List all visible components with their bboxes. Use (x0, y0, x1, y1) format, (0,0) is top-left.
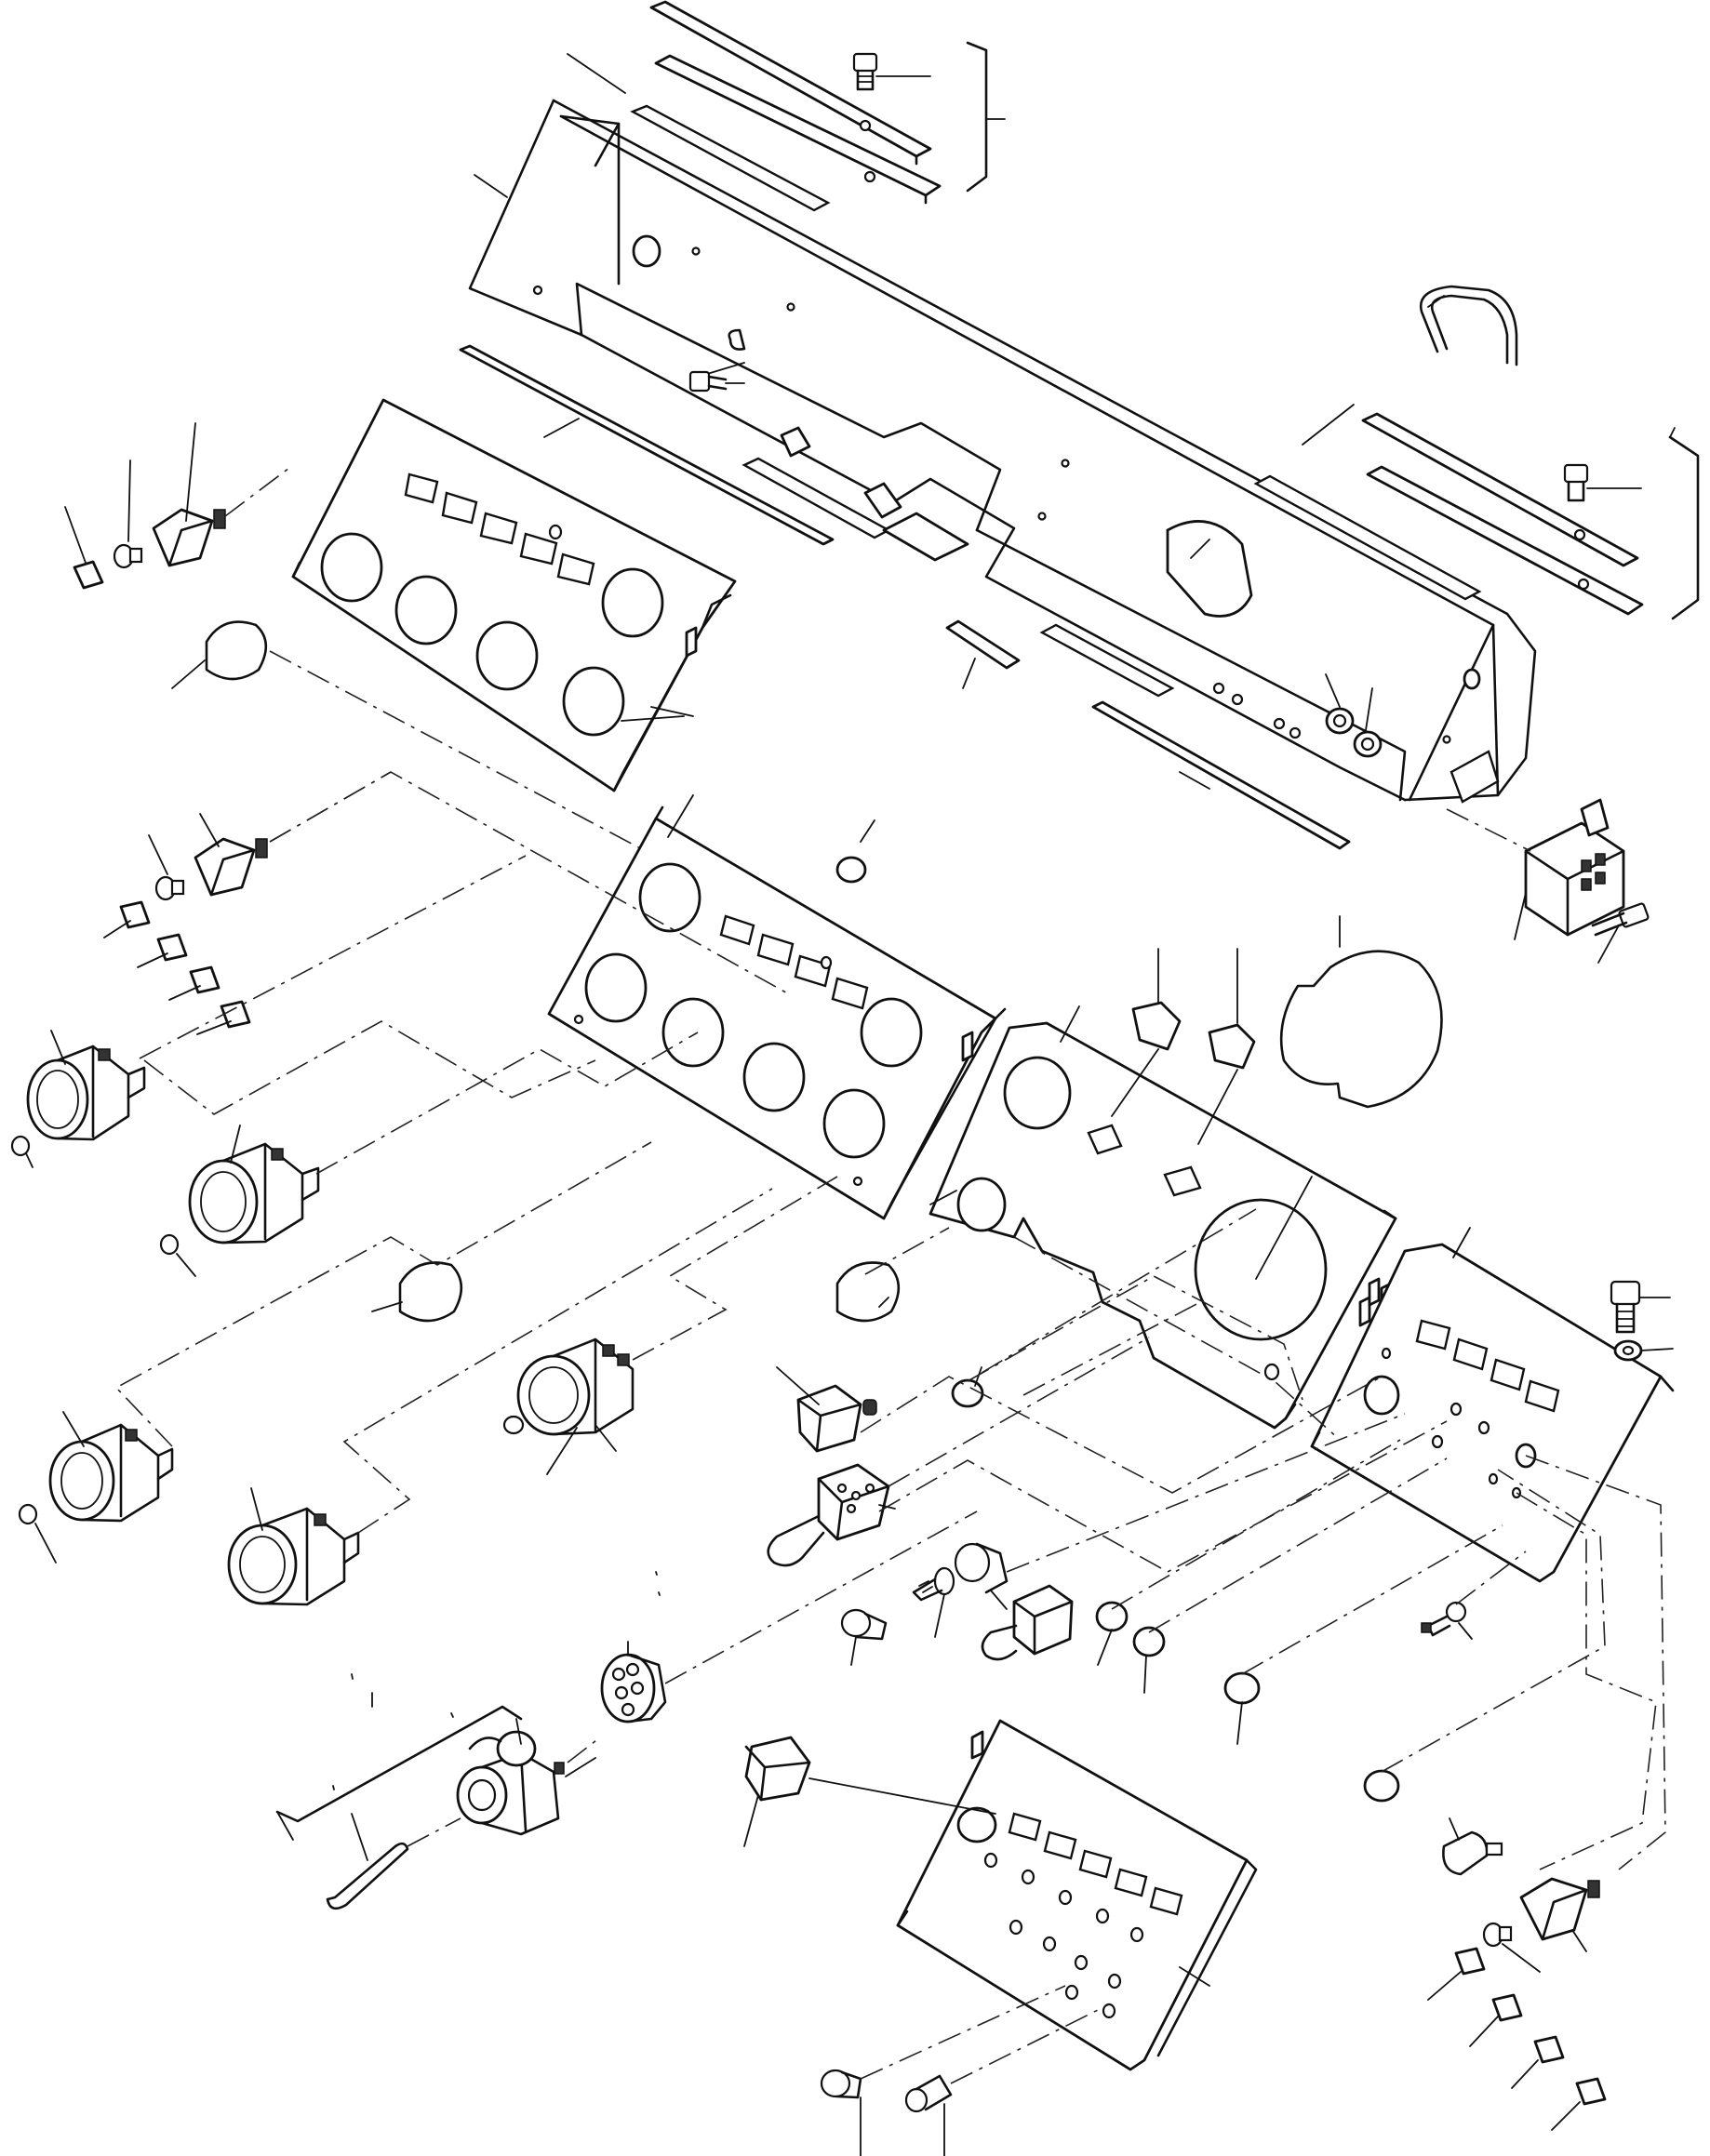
route-cap-1 (981, 1208, 1257, 1374)
gauge-bulb-3 (18, 1503, 57, 1564)
lens-top-left (64, 506, 104, 590)
pull-knob (840, 1608, 888, 1666)
route-center-cap (967, 1275, 1303, 1401)
route-gauge-3 (114, 1141, 652, 1447)
lenses-lower-right (1427, 1947, 1607, 2131)
housing-nuts (1325, 673, 1383, 758)
gauge-left-2 (188, 1125, 320, 1244)
route-screw (1455, 1550, 1527, 1605)
right-mounting-strips (1361, 412, 1700, 620)
right-panel-bolt (1610, 1280, 1671, 1334)
bulb-lower-right (1442, 1817, 1503, 1876)
upper-left-panel (291, 398, 737, 792)
center-gauge-panel (547, 805, 1007, 1220)
toggle-switch-center (767, 1337, 1150, 1567)
indicator-blocks (1111, 948, 1256, 1145)
gauge-left-3 (48, 1411, 174, 1523)
rocker-switch-top-left (152, 422, 294, 567)
housing-plate (945, 619, 1021, 689)
rocker-switch-lower-right (1519, 1877, 1600, 1952)
ignition-lock (456, 1730, 601, 1836)
top-bolt (852, 52, 931, 91)
console-housing (468, 99, 1537, 804)
ignition-key (326, 1813, 461, 1910)
handle (1419, 285, 1518, 366)
gauge-blank-cap-upper (171, 620, 268, 689)
indicator-block-lower (743, 1736, 996, 1847)
housing-screw (688, 370, 745, 393)
toggle-switch-right (981, 1584, 1074, 1661)
gauge-bulb-1 (10, 1135, 33, 1168)
gauge-center-5 (227, 1487, 360, 1606)
right-switch-panel (1310, 1243, 1675, 1583)
route-cap-3 (1148, 1457, 1448, 1633)
top-bracket-brace (966, 41, 988, 193)
housing-rail-right (1091, 700, 1351, 850)
gauge-blank-cap-mid (371, 1261, 463, 1323)
bulb-lower-right-2 (1482, 1922, 1541, 1973)
right-panel-washer (1613, 1339, 1674, 1362)
housing-clip (706, 328, 746, 375)
route-rocker-right (1516, 1492, 1657, 1870)
tacho-lens-ring (1279, 915, 1443, 1109)
route-switch-mid (269, 771, 792, 996)
caps-right (1095, 1601, 1400, 1803)
rocker-switch-mid-left (194, 771, 392, 897)
stray-marks (332, 1571, 661, 1790)
connector-bolt (1591, 902, 1650, 964)
housing-rail-left (459, 344, 835, 546)
light-switch-rotary (912, 1413, 1406, 1638)
connector-block (1514, 798, 1625, 940)
lower-plug-1 (820, 1985, 1066, 2156)
route-toggle (878, 1420, 1448, 1573)
lower-switch-panel (896, 1719, 1258, 2071)
gauge-blank-cap-tacho (835, 1227, 950, 1323)
bulb-top-left (113, 459, 143, 569)
route-cap-2 (1111, 1439, 1401, 1610)
bulb-mid-left (148, 834, 185, 901)
ignition-bracket (275, 1705, 523, 1823)
route-cap-4 (1241, 1524, 1503, 1675)
top-mounting-strips (649, 0, 942, 205)
route-cap-5 (1381, 1469, 1606, 1773)
small-screw-right (1421, 1601, 1473, 1640)
route-knob (860, 1376, 1383, 1494)
route-lower-1 (139, 855, 527, 1059)
route-gauge-4 (632, 1176, 838, 1361)
dimmer-knob (796, 1384, 877, 1453)
gauge-left-1 (26, 1030, 146, 1141)
route-tacho (1022, 1301, 1201, 1396)
panel-plug (835, 819, 875, 884)
route-switch-right (1525, 1455, 1666, 1870)
lower-plug-2 (904, 2003, 1110, 2156)
lenses-mid-left (103, 900, 251, 1035)
route-gauge-5 (342, 1188, 773, 1534)
center-cap-1 (951, 1366, 984, 1408)
route-tacho-2 (1013, 1236, 1341, 1441)
route-gauge-1 (143, 1020, 596, 1115)
ignition-switch-body (600, 1511, 978, 1723)
gauge-bulb-2 (159, 1233, 196, 1277)
gauge-center-4 (502, 1338, 635, 1475)
